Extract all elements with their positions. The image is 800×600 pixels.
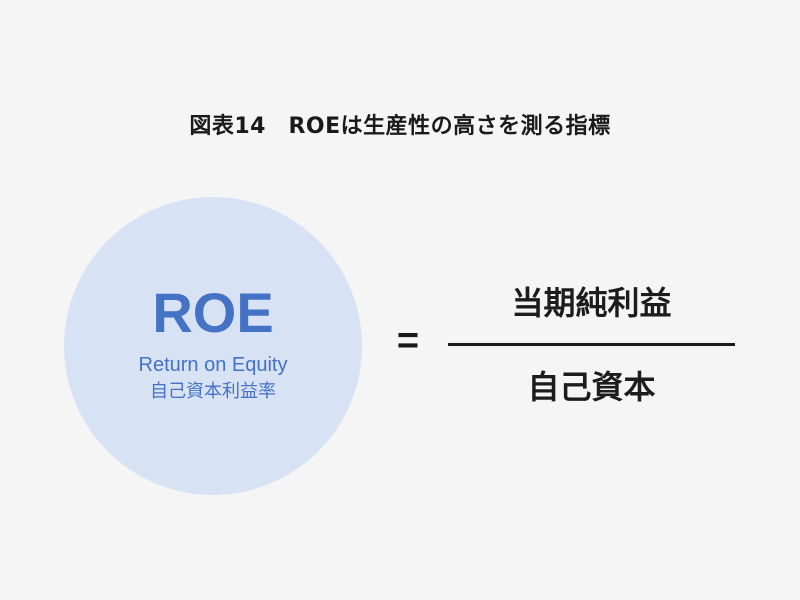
equals-sign: = [396,320,420,362]
roe-english-name: Return on Equity [138,354,288,376]
fraction-denominator: 自己資本 [527,368,656,406]
roe-japanese-name: 自己資本利益率 [150,381,276,402]
roe-circle: ROE Return on Equity 自己資本利益率 [64,197,362,495]
slide-title: 図表14 ROEは生産性の高さを測る指標 [189,114,611,139]
fraction-numerator: 当期純利益 [511,284,672,322]
roe-abbreviation: ROE [152,281,274,344]
fraction-bar [448,343,735,346]
